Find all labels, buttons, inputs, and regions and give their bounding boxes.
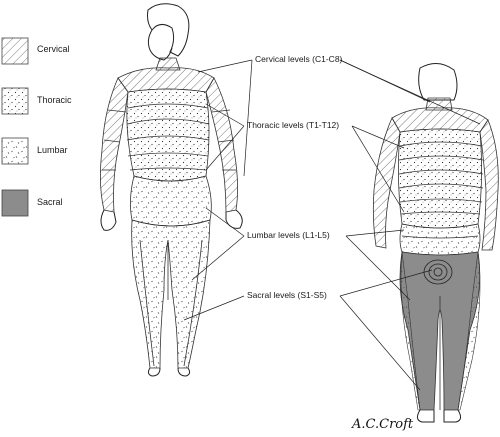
back-right-arm — [479, 119, 499, 251]
callout-sacral: Sacral levels (S1-S5) — [247, 290, 327, 300]
callout-thoracic: Thoracic levels (T1-T12) — [247, 120, 339, 130]
legend-item-cervical: Cervical — [1, 37, 70, 65]
legend-label-cervical: Cervical — [37, 44, 70, 54]
front-right-arm — [205, 77, 238, 213]
legend-item-lumbar: Lumbar — [1, 137, 68, 165]
legend-item-sacral: Sacral — [1, 189, 63, 217]
sacral-ring-middle — [428, 263, 448, 281]
back-shoulders-cervical — [391, 107, 489, 133]
front-face — [147, 29, 173, 61]
sacral-ring-inner — [433, 267, 443, 277]
front-right-hand — [225, 209, 243, 229]
legend-swatch-sacral — [1, 189, 29, 217]
front-left-hand — [100, 209, 117, 231]
back-left-foot — [416, 409, 435, 423]
back-lower-lumbar — [399, 223, 481, 256]
front-right-foot — [177, 367, 191, 377]
back-hair — [418, 63, 458, 101]
legend-swatch-lumbar — [1, 137, 29, 165]
back-figure — [372, 63, 499, 423]
back-right-foot — [443, 409, 462, 423]
legend: Cervical Thoracic Lumbar Sacral — [1, 37, 72, 217]
front-left-arm — [100, 77, 129, 213]
artist-signature: A.C.Croft — [351, 417, 414, 432]
front-left-foot — [147, 367, 161, 377]
front-hair — [147, 3, 190, 57]
callout-cervical: Cervical levels (C1-C8) — [255, 54, 343, 64]
legend-swatch-cervical — [1, 37, 29, 65]
front-legs-lumbar — [131, 219, 211, 369]
legend-label-lumbar: Lumbar — [37, 145, 68, 155]
leader-lines — [183, 59, 481, 391]
front-hips-lumbar — [130, 175, 212, 227]
legend-item-thoracic: Thoracic — [1, 87, 72, 115]
legend-label-thoracic: Thoracic — [37, 95, 72, 105]
legend-swatch-thoracic — [1, 87, 29, 115]
legend-label-sacral: Sacral — [37, 197, 63, 207]
callout-lumbar: Lumbar levels (L1-L5) — [247, 230, 330, 240]
front-torso-thoracic — [126, 88, 210, 182]
front-figure — [100, 3, 243, 377]
